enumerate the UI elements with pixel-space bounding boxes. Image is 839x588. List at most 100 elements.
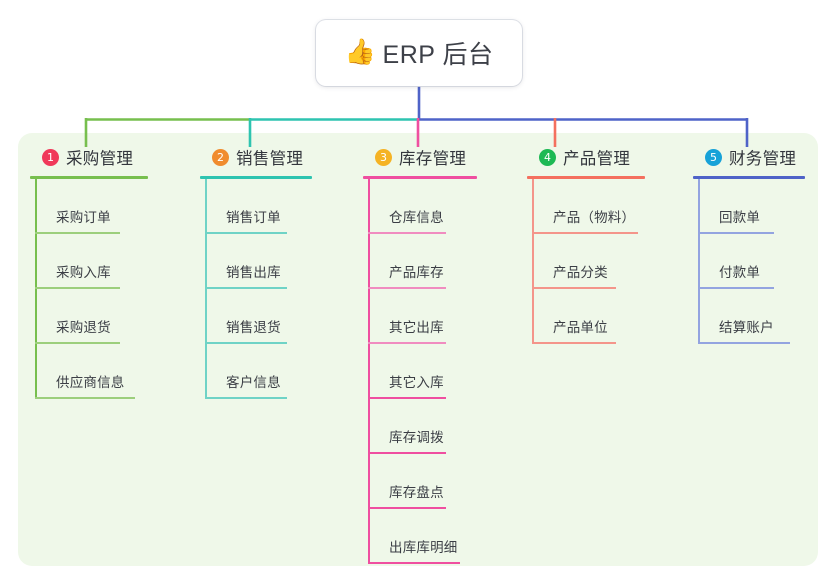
leaf-item[interactable]: 销售出库 bbox=[200, 234, 320, 289]
leaf-item[interactable]: 产品分类 bbox=[527, 234, 653, 289]
leaf-item[interactable]: 仓库信息 bbox=[363, 179, 483, 234]
leaf-list-5: 回款单 付款单 结算账户 bbox=[693, 178, 813, 344]
leaf-rule bbox=[698, 231, 774, 234]
leaf-label: 结算账户 bbox=[719, 319, 774, 335]
leaf-label: 产品单位 bbox=[553, 319, 608, 335]
leaf-label: 付款单 bbox=[719, 264, 761, 280]
column-finance: 5 财务管理 回款单 付款单 结算账户 bbox=[693, 144, 813, 344]
leaf-item[interactable]: 其它出库 bbox=[363, 289, 483, 344]
leaf-list-2: 销售订单 销售出库 销售退货 客户信息 bbox=[200, 178, 320, 399]
leaf-item[interactable]: 其它入库 bbox=[363, 344, 483, 399]
leaf-label: 其它入库 bbox=[389, 374, 444, 390]
leaf-item[interactable]: 产品单位 bbox=[527, 289, 653, 344]
leaf-spine-2 bbox=[205, 178, 207, 399]
column-sales: 2 销售管理 销售订单 销售出库 销售退货 客户信息 bbox=[200, 144, 320, 399]
column-title-1: 采购管理 bbox=[66, 150, 134, 168]
column-rule-3 bbox=[363, 176, 477, 179]
column-badge-2: 2 bbox=[212, 148, 229, 166]
leaf-spine-4 bbox=[532, 178, 534, 344]
leaf-item[interactable]: 采购订单 bbox=[30, 179, 150, 234]
leaf-rule bbox=[205, 286, 287, 289]
leaf-item[interactable]: 采购入库 bbox=[30, 234, 150, 289]
leaf-item[interactable]: 库存调拨 bbox=[363, 399, 483, 454]
leaf-label: 库存调拨 bbox=[389, 429, 444, 445]
column-title-3: 库存管理 bbox=[399, 150, 467, 168]
leaf-label: 仓库信息 bbox=[389, 209, 444, 225]
leaf-rule bbox=[368, 451, 446, 454]
leaf-label: 采购入库 bbox=[56, 264, 111, 280]
leaf-rule bbox=[35, 396, 135, 399]
leaf-item[interactable]: 销售订单 bbox=[200, 179, 320, 234]
leaf-spine-5 bbox=[698, 178, 700, 344]
column-badge-3: 3 bbox=[375, 148, 392, 166]
leaf-label: 产品（物料） bbox=[553, 209, 636, 225]
leaf-item[interactable]: 回款单 bbox=[693, 179, 813, 234]
leaf-label: 客户信息 bbox=[226, 374, 281, 390]
column-header-1[interactable]: 1 采购管理 bbox=[30, 144, 150, 170]
leaf-list-3: 仓库信息 产品库存 其它出库 其它入库 库存调拨 库存盘点 bbox=[363, 178, 483, 564]
column-rule-4 bbox=[527, 176, 645, 179]
leaf-label: 产品分类 bbox=[553, 264, 608, 280]
leaf-item[interactable]: 出库库明细 bbox=[363, 509, 483, 564]
leaf-rule bbox=[532, 231, 638, 234]
leaf-rule bbox=[368, 561, 460, 564]
column-title-5: 财务管理 bbox=[729, 150, 797, 168]
leaf-item[interactable]: 产品库存 bbox=[363, 234, 483, 289]
column-rule-2 bbox=[200, 176, 312, 179]
leaf-rule bbox=[35, 341, 120, 344]
leaf-rule bbox=[35, 286, 120, 289]
leaf-label: 采购订单 bbox=[56, 209, 111, 225]
leaf-rule bbox=[532, 341, 616, 344]
leaf-label: 销售订单 bbox=[226, 209, 281, 225]
leaf-rule bbox=[35, 231, 120, 234]
column-header-4[interactable]: 4 产品管理 bbox=[527, 144, 653, 170]
column-badge-5: 5 bbox=[705, 148, 722, 166]
leaf-rule bbox=[698, 286, 774, 289]
column-header-2[interactable]: 2 销售管理 bbox=[200, 144, 320, 170]
root-title: ERP 后台 bbox=[382, 41, 494, 69]
column-purchasing: 1 采购管理 采购订单 采购入库 采购退货 供应商信息 bbox=[30, 144, 150, 399]
column-product: 4 产品管理 产品（物料） 产品分类 产品单位 bbox=[527, 144, 653, 344]
column-header-3[interactable]: 3 库存管理 bbox=[363, 144, 483, 170]
leaf-label: 销售退货 bbox=[226, 319, 281, 335]
leaf-item[interactable]: 产品（物料） bbox=[527, 179, 653, 234]
leaf-list-1: 采购订单 采购入库 采购退货 供应商信息 bbox=[30, 178, 150, 399]
leaf-item[interactable]: 付款单 bbox=[693, 234, 813, 289]
leaf-rule bbox=[205, 231, 287, 234]
leaf-list-4: 产品（物料） 产品分类 产品单位 bbox=[527, 178, 653, 344]
leaf-rule bbox=[368, 396, 446, 399]
leaf-rule bbox=[368, 506, 446, 509]
leaf-rule bbox=[205, 341, 287, 344]
column-title-2: 销售管理 bbox=[236, 150, 304, 168]
leaf-rule bbox=[368, 341, 446, 344]
leaf-item[interactable]: 库存盘点 bbox=[363, 454, 483, 509]
leaf-spine-3 bbox=[368, 178, 370, 564]
sections-panel bbox=[18, 133, 818, 566]
leaf-item[interactable]: 采购退货 bbox=[30, 289, 150, 344]
leaf-rule bbox=[532, 286, 616, 289]
leaf-rule bbox=[698, 341, 790, 344]
leaf-label: 供应商信息 bbox=[56, 374, 125, 390]
column-badge-4: 4 bbox=[539, 148, 556, 166]
leaf-item[interactable]: 销售退货 bbox=[200, 289, 320, 344]
leaf-label: 销售出库 bbox=[226, 264, 281, 280]
root-node[interactable]: 👍 ERP 后台 bbox=[316, 20, 522, 86]
leaf-label: 出库库明细 bbox=[389, 539, 458, 555]
column-rule-1 bbox=[30, 176, 148, 179]
leaf-rule bbox=[368, 286, 446, 289]
thumbs-up-icon: 👍 bbox=[344, 38, 376, 66]
leaf-rule bbox=[205, 396, 287, 399]
column-badge-1: 1 bbox=[42, 148, 59, 166]
column-header-5[interactable]: 5 财务管理 bbox=[693, 144, 813, 170]
column-rule-5 bbox=[693, 176, 805, 179]
leaf-item[interactable]: 结算账户 bbox=[693, 289, 813, 344]
column-title-4: 产品管理 bbox=[563, 150, 631, 168]
leaf-spine-1 bbox=[35, 178, 37, 399]
leaf-label: 其它出库 bbox=[389, 319, 444, 335]
leaf-item[interactable]: 客户信息 bbox=[200, 344, 320, 399]
leaf-label: 回款单 bbox=[719, 209, 761, 225]
column-inventory: 3 库存管理 仓库信息 产品库存 其它出库 其它入库 库存调拨 bbox=[363, 144, 483, 564]
leaf-label: 产品库存 bbox=[389, 264, 444, 280]
leaf-item[interactable]: 供应商信息 bbox=[30, 344, 150, 399]
